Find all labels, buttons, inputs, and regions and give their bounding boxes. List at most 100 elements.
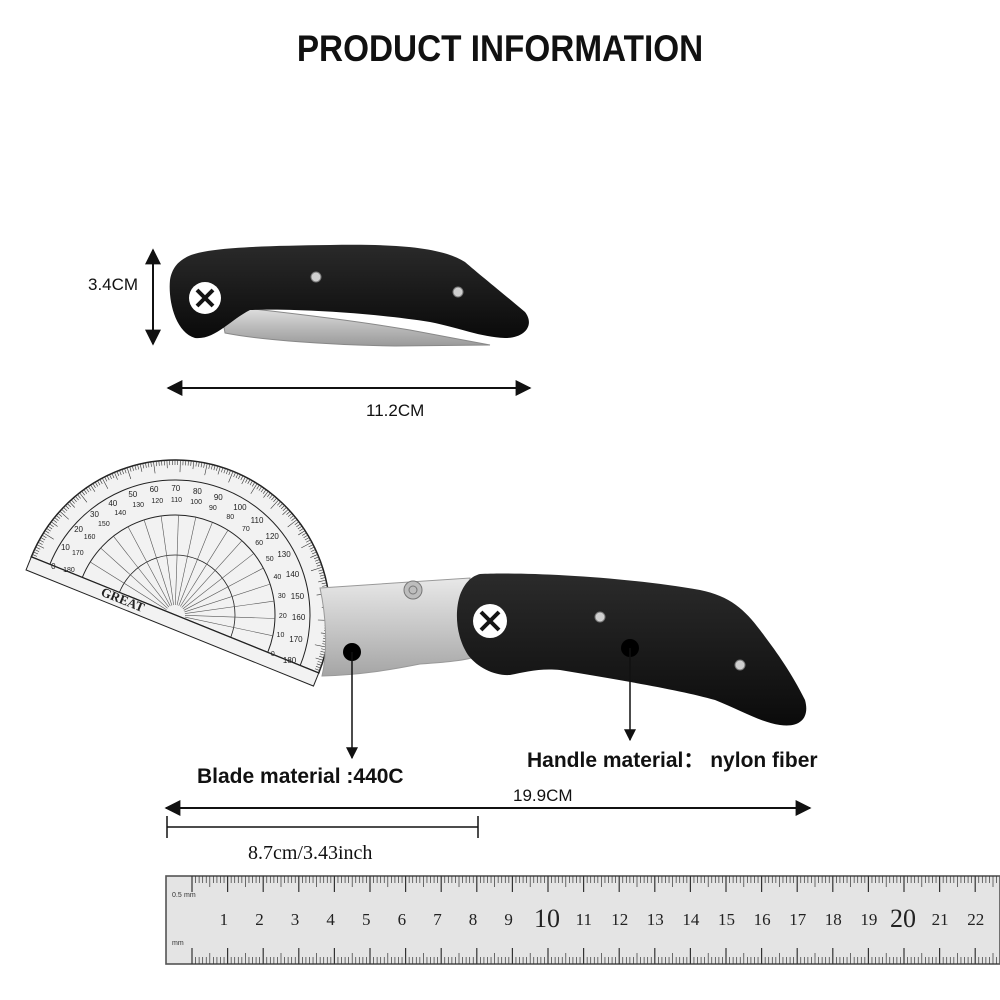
protractor-outer-label: 110 (250, 516, 264, 526)
ruler-number: 15 (718, 910, 735, 929)
protractor-tick (296, 523, 301, 528)
protractor-outer-label: 20 (74, 525, 83, 535)
ruler-number: 13 (646, 910, 664, 929)
protractor-tick (318, 569, 324, 572)
blade-length-label: 8.7cm/3.43inch (248, 842, 373, 864)
protractor-tick (267, 492, 271, 497)
protractor-tick (111, 473, 115, 479)
ruler-number: 11 (575, 910, 592, 929)
protractor-tick (208, 463, 211, 469)
protractor-outer-label: 80 (192, 486, 202, 496)
protractor-tick (245, 478, 249, 483)
protractor-tick (150, 461, 152, 467)
protractor-inner-label: 10 (276, 632, 285, 640)
protractor-tick (320, 577, 326, 580)
protractor-tick (142, 463, 145, 469)
ruler-number: 7 (433, 910, 442, 929)
protractor-tick (171, 460, 173, 466)
protractor-ray (160, 515, 174, 606)
protractor-tick (177, 460, 179, 466)
protractor-inner-label: 30 (277, 593, 286, 601)
protractor-tick (124, 468, 127, 474)
ruler-ticks (191, 876, 997, 964)
protractor-tick (81, 491, 85, 496)
closed-screw-2 (452, 286, 464, 298)
protractor-tick (166, 460, 168, 469)
protractor-outer-label: 140 (285, 570, 300, 580)
protractor-outer-label: 10 (60, 542, 70, 552)
protractor-tick (298, 530, 306, 536)
protractor-tick (44, 530, 50, 534)
protractor-outer-label: 160 (291, 613, 306, 623)
ruler-number: 19 (860, 910, 878, 929)
protractor-tick (306, 539, 311, 543)
protractor-tick (317, 661, 323, 664)
protractor-ray (143, 519, 173, 606)
protractor-tick (106, 475, 110, 481)
protractor-tick (282, 507, 287, 512)
protractor-tick (179, 460, 181, 473)
protractor-inner-label: 130 (132, 502, 145, 510)
protractor-outer-label: 150 (290, 591, 305, 601)
protractor-tick (221, 467, 224, 473)
closed-length-label: 11.2CM (366, 401, 425, 420)
protractor-tick (288, 513, 293, 517)
blade-material-label: Blade material :440C (197, 765, 404, 788)
protractor-tick (161, 460, 163, 466)
ruler-number: 9 (504, 910, 513, 929)
protractor-outer-label: 60 (149, 485, 159, 495)
protractor-tick (163, 460, 165, 466)
protractor-rays (82, 515, 275, 653)
protractor-inner-label: 120 (151, 498, 164, 506)
protractor-tick (320, 650, 326, 653)
protractor-tick (304, 537, 310, 541)
protractor-tick (314, 668, 320, 671)
protractor-inner-label: 70 (241, 525, 250, 533)
protractor-tick (319, 571, 325, 574)
protractor-tick (256, 484, 260, 490)
protractor-tick (260, 487, 265, 493)
protractor-tick (270, 499, 279, 509)
protractor-tick (43, 532, 54, 540)
ruler-small-label-2: mm (184, 892, 196, 899)
protractor-ray (184, 615, 275, 619)
protractor-tick (315, 561, 321, 564)
protractor-ray (183, 567, 264, 611)
protractor-tick (38, 541, 43, 545)
protractor-tick (77, 494, 81, 499)
protractor-tick (286, 511, 291, 515)
protractor-tick (104, 476, 108, 482)
protractor-inner-label: 100 (190, 499, 202, 507)
protractor-tick (99, 479, 103, 484)
protractor-tick (182, 460, 184, 466)
protractor-tick (35, 546, 41, 550)
protractor-inner-label: 0 (270, 650, 275, 658)
protractor-tick (322, 585, 328, 587)
protractor-outer-label: 130 (277, 550, 291, 560)
protractor-tick (314, 644, 327, 648)
protractor-tick (88, 486, 92, 491)
protractor-tick (49, 523, 54, 528)
protractor-tick (119, 470, 122, 476)
protractor-tick (59, 511, 69, 520)
protractor-tick (315, 657, 324, 661)
protractor-tick (97, 480, 101, 486)
protractor-tick (308, 544, 314, 548)
protractor-tick (67, 503, 72, 508)
ruler-number: 6 (397, 910, 407, 929)
protractor-tick (190, 460, 192, 466)
protractor-tick (278, 503, 283, 508)
protractor-inner-label: 140 (114, 510, 127, 518)
protractor-inner-label: 50 (265, 556, 274, 564)
protractor-ray (127, 526, 171, 607)
protractor-inner-label: 90 (208, 505, 217, 513)
protractor-tick (297, 525, 303, 530)
protractor-tick (126, 467, 132, 480)
protractor-tick (54, 517, 59, 521)
protractor-tick (185, 460, 187, 466)
protractor-tick (280, 505, 285, 510)
protractor-tick (79, 492, 88, 503)
protractor-tick (85, 487, 90, 493)
protractor-tick (311, 551, 317, 555)
